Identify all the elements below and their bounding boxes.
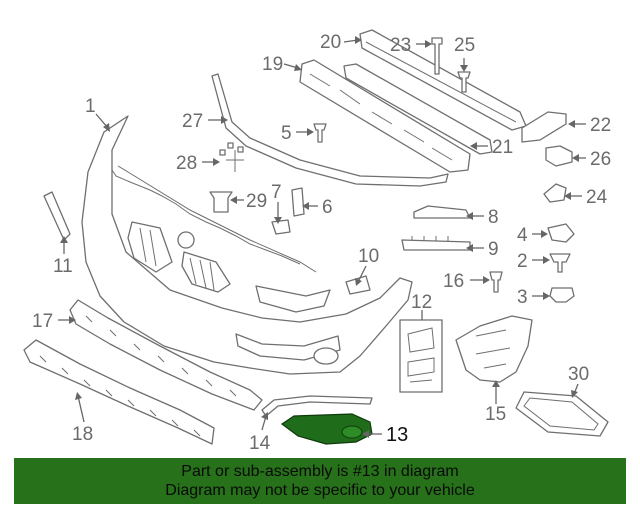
callout-labels: 1 2 3 4 5 6 7 8 9 10 11 12 13 14 15 16 1… bbox=[32, 32, 611, 454]
callout-14: 14 bbox=[249, 433, 271, 454]
callout-3: 3 bbox=[517, 287, 528, 308]
callout-20: 20 bbox=[320, 32, 341, 53]
callout-8: 8 bbox=[488, 207, 499, 228]
callout-1: 1 bbox=[85, 96, 96, 117]
banner-line-1: Part or sub-assembly is #13 in diagram bbox=[181, 463, 459, 480]
part-23-bolt bbox=[431, 37, 443, 75]
exploded-parts-diagram: 1 2 3 4 5 6 7 8 9 10 11 12 13 14 15 16 1… bbox=[23, 29, 611, 454]
callout-23: 23 bbox=[390, 35, 411, 56]
part-2-screw bbox=[549, 253, 571, 273]
leader-lines bbox=[58, 36, 586, 438]
part-19-absorber bbox=[299, 59, 471, 173]
callout-21: 21 bbox=[492, 137, 513, 158]
kidney-grille-right bbox=[181, 251, 231, 293]
callout-17: 17 bbox=[32, 311, 53, 332]
emblem bbox=[177, 231, 195, 249]
part-22-bracket bbox=[521, 111, 567, 143]
part-7-bracket bbox=[271, 219, 291, 235]
fog-light-opening bbox=[313, 347, 339, 365]
part-21-reinforcement bbox=[343, 63, 493, 155]
banner-line-2: Diagram may not be specific to your vehi… bbox=[165, 482, 475, 499]
callout-13: 13 bbox=[386, 424, 408, 446]
part-15-side-bracket bbox=[455, 315, 533, 383]
part-8-trim bbox=[413, 205, 471, 219]
callout-25: 25 bbox=[454, 35, 475, 56]
callout-24: 24 bbox=[586, 187, 608, 208]
part-4-clip bbox=[547, 223, 575, 243]
kidney-grille-left bbox=[127, 221, 173, 273]
callout-26: 26 bbox=[590, 149, 611, 170]
part-27-trim-strip bbox=[211, 73, 449, 187]
part-17-deflector bbox=[69, 299, 263, 411]
part-16-screw bbox=[489, 271, 503, 293]
part-3-nut bbox=[549, 287, 575, 303]
part-9-bracket bbox=[401, 239, 471, 251]
part-28-fasteners bbox=[219, 142, 244, 172]
part-13-fog-opening bbox=[341, 425, 363, 439]
part-11-reflector bbox=[43, 191, 71, 241]
part-14-trim bbox=[261, 395, 373, 417]
callout-18: 18 bbox=[72, 424, 93, 445]
part-18-deflector bbox=[23, 339, 215, 445]
callout-4: 4 bbox=[517, 225, 528, 246]
callout-27: 27 bbox=[182, 111, 203, 132]
side-scoop bbox=[255, 285, 331, 313]
info-banner: Part or sub-assembly is #13 in diagram D… bbox=[14, 458, 626, 504]
callout-7: 7 bbox=[271, 182, 282, 203]
callout-2: 2 bbox=[517, 251, 528, 272]
part-25-screw bbox=[457, 71, 471, 93]
callout-12: 12 bbox=[411, 292, 432, 313]
part-6-bracket bbox=[291, 187, 305, 217]
callout-29: 29 bbox=[246, 191, 267, 212]
callout-10: 10 bbox=[358, 246, 379, 267]
callout-15: 15 bbox=[485, 404, 506, 425]
part-1-bumper-cover bbox=[81, 115, 413, 375]
callout-11: 11 bbox=[53, 256, 73, 277]
callout-16: 16 bbox=[443, 271, 464, 292]
part-30-frame bbox=[515, 391, 609, 437]
callout-9: 9 bbox=[488, 239, 499, 260]
callout-5: 5 bbox=[281, 123, 292, 144]
part-12-kit-box bbox=[399, 319, 443, 393]
part-29-grommet bbox=[209, 191, 233, 213]
callout-22: 22 bbox=[590, 115, 611, 136]
part-26-bracket bbox=[545, 145, 573, 167]
callout-28: 28 bbox=[176, 153, 197, 174]
part-10-plate bbox=[345, 275, 371, 295]
callout-6: 6 bbox=[322, 197, 333, 218]
callout-19: 19 bbox=[262, 54, 283, 75]
callout-30: 30 bbox=[568, 364, 589, 385]
part-5-clip bbox=[313, 123, 327, 143]
part-24-cap bbox=[543, 183, 567, 203]
